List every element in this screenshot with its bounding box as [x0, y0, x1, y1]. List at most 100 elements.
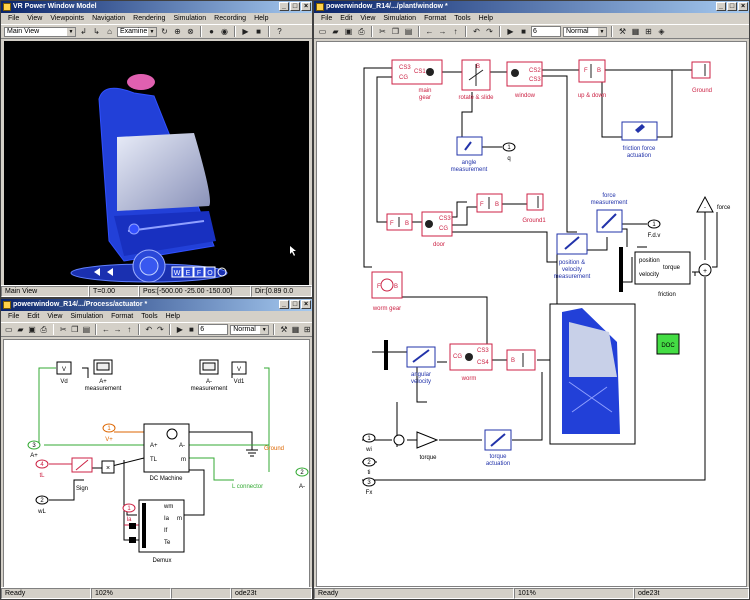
- build-icon[interactable]: ⚒: [280, 324, 288, 334]
- prev-view-icon[interactable]: ↲: [80, 26, 87, 36]
- menu-tools[interactable]: Tools: [454, 15, 471, 22]
- menu-tools[interactable]: Tools: [141, 313, 158, 320]
- vr-viewport[interactable]: W E F O: [4, 41, 309, 286]
- new-icon[interactable]: ▭: [318, 26, 327, 36]
- door-thumbnail[interactable]: [549, 303, 636, 445]
- debug-icon[interactable]: ◈: [658, 26, 665, 36]
- window-title-bar[interactable]: powerwindow_R14/.../plant/window * _ □ ×: [314, 1, 749, 13]
- torque-gain-block[interactable]: [416, 431, 439, 449]
- play-icon[interactable]: ▶: [242, 26, 249, 36]
- menu-help[interactable]: Help: [254, 15, 269, 22]
- redo-icon[interactable]: ↷: [486, 26, 493, 36]
- viewpoint-select[interactable]: Main View▼: [4, 26, 76, 37]
- record-icon[interactable]: ●: [209, 26, 214, 36]
- rotate-slide-block[interactable]: B: [461, 59, 491, 91]
- menu-view[interactable]: View: [360, 15, 376, 22]
- port-v-plus[interactable]: [102, 423, 116, 433]
- rotate-icon[interactable]: ↻: [161, 26, 168, 36]
- door-block[interactable]: CS3 CG: [421, 211, 453, 237]
- product-block[interactable]: [101, 460, 115, 474]
- menu-file[interactable]: File: [8, 313, 20, 320]
- nav-mode-select[interactable]: Examine▼: [117, 26, 157, 37]
- settings-gear-icon[interactable]: [217, 267, 227, 277]
- ground1-block[interactable]: [526, 193, 544, 211]
- port-a-plus[interactable]: [27, 440, 41, 450]
- capture-icon[interactable]: ◉: [221, 26, 228, 36]
- force-gain-block[interactable]: [696, 195, 714, 213]
- worm-gear-block[interactable]: F B: [371, 271, 403, 299]
- vr-title-bar[interactable]: VR Power Window Model _ □ ×: [1, 1, 312, 13]
- start-icon[interactable]: ▶: [176, 324, 183, 334]
- menu-simulation[interactable]: Simulation: [70, 313, 104, 320]
- stop-time-input[interactable]: [531, 26, 561, 37]
- print-icon[interactable]: ⎙: [40, 324, 47, 334]
- friction-block[interactable]: position torque velocity: [634, 251, 691, 285]
- menu-recording[interactable]: Recording: [214, 15, 247, 22]
- close-button[interactable]: ×: [301, 300, 311, 309]
- save-icon[interactable]: ▣: [344, 26, 353, 36]
- minimize-button[interactable]: _: [716, 2, 726, 11]
- minimize-button[interactable]: _: [279, 2, 289, 11]
- revolute-block[interactable]: B: [506, 349, 536, 371]
- up-down-block[interactable]: F B: [578, 59, 606, 83]
- port-a-minus[interactable]: [295, 467, 309, 477]
- save-icon[interactable]: ▣: [28, 324, 36, 334]
- port-q[interactable]: [502, 142, 516, 152]
- menu-edit[interactable]: Edit: [340, 15, 353, 22]
- back-icon[interactable]: ←: [425, 26, 434, 36]
- menu-format[interactable]: Format: [424, 15, 447, 22]
- copy-icon[interactable]: ❐: [71, 324, 79, 334]
- cut-icon[interactable]: ✂: [59, 324, 67, 334]
- maximize-button[interactable]: □: [290, 300, 300, 309]
- open-icon[interactable]: ▰: [17, 324, 24, 334]
- paste-icon[interactable]: ▤: [404, 26, 413, 36]
- friction-force-actuation-block[interactable]: [621, 121, 658, 141]
- nav-buttons[interactable]: W E F O: [94, 266, 227, 278]
- port-wl[interactable]: [35, 495, 49, 505]
- angle-measurement-block[interactable]: [456, 136, 483, 156]
- nav-left2-icon[interactable]: [107, 268, 113, 276]
- explorer-icon[interactable]: ⊞: [303, 324, 311, 334]
- up-icon[interactable]: ↑: [127, 324, 132, 334]
- new-icon[interactable]: ▭: [5, 324, 13, 334]
- port-wi[interactable]: [362, 433, 376, 443]
- dc-machine-block[interactable]: [143, 423, 190, 473]
- menu-help[interactable]: Help: [478, 15, 493, 22]
- menu-viewpoints[interactable]: Viewpoints: [50, 15, 85, 22]
- port-ti[interactable]: [362, 457, 376, 467]
- zoom-icon[interactable]: ⊕: [174, 26, 181, 36]
- menu-format[interactable]: Format: [111, 313, 134, 320]
- paste-icon[interactable]: ▤: [82, 324, 91, 334]
- main-gear-block[interactable]: CS3 CG CS1: [391, 59, 443, 85]
- next-view-icon[interactable]: ↳: [93, 26, 100, 36]
- actuator-canvas[interactable]: V Vd A+ measurement A- measurement V Vd1…: [3, 339, 310, 588]
- menu-file[interactable]: File: [321, 15, 333, 22]
- close-button[interactable]: ×: [738, 2, 748, 11]
- demux-block[interactable]: [138, 499, 185, 553]
- go-home-icon[interactable]: ⌂: [107, 26, 112, 36]
- menu-simulation[interactable]: Simulation: [383, 15, 417, 22]
- stop-time-input[interactable]: [198, 324, 229, 335]
- help-icon[interactable]: ?: [277, 26, 282, 36]
- redo-icon[interactable]: ↷: [156, 324, 164, 334]
- menu-rendering[interactable]: Rendering: [133, 15, 166, 22]
- minimize-button[interactable]: _: [279, 300, 289, 309]
- sim-mode-select[interactable]: Normal▼: [563, 26, 607, 37]
- window-canvas[interactable]: CS3 CG CS1 main gear B rotate & slide CS…: [316, 41, 747, 587]
- port-fdv[interactable]: [647, 219, 661, 229]
- port-tl[interactable]: [35, 459, 49, 469]
- explorer-icon[interactable]: ⊞: [645, 26, 652, 36]
- close-button[interactable]: ×: [301, 2, 311, 11]
- force-measurement-block[interactable]: [596, 209, 623, 233]
- menu-help[interactable]: Help: [165, 313, 180, 320]
- prismatic-top-block[interactable]: F B: [476, 193, 503, 213]
- actuator-title-bar[interactable]: powerwindow_R14/.../Process/actuator * _…: [1, 299, 312, 311]
- menu-edit[interactable]: Edit: [27, 313, 40, 320]
- library-icon[interactable]: ▦: [291, 324, 300, 334]
- menu-view[interactable]: View: [47, 313, 63, 320]
- port-ia[interactable]: [122, 503, 136, 513]
- nav-f-button[interactable]: F: [197, 270, 201, 277]
- worm-block[interactable]: CG CS3 CS4: [449, 343, 493, 371]
- nav-left-icon[interactable]: [94, 268, 100, 276]
- stop-icon[interactable]: ■: [189, 324, 194, 334]
